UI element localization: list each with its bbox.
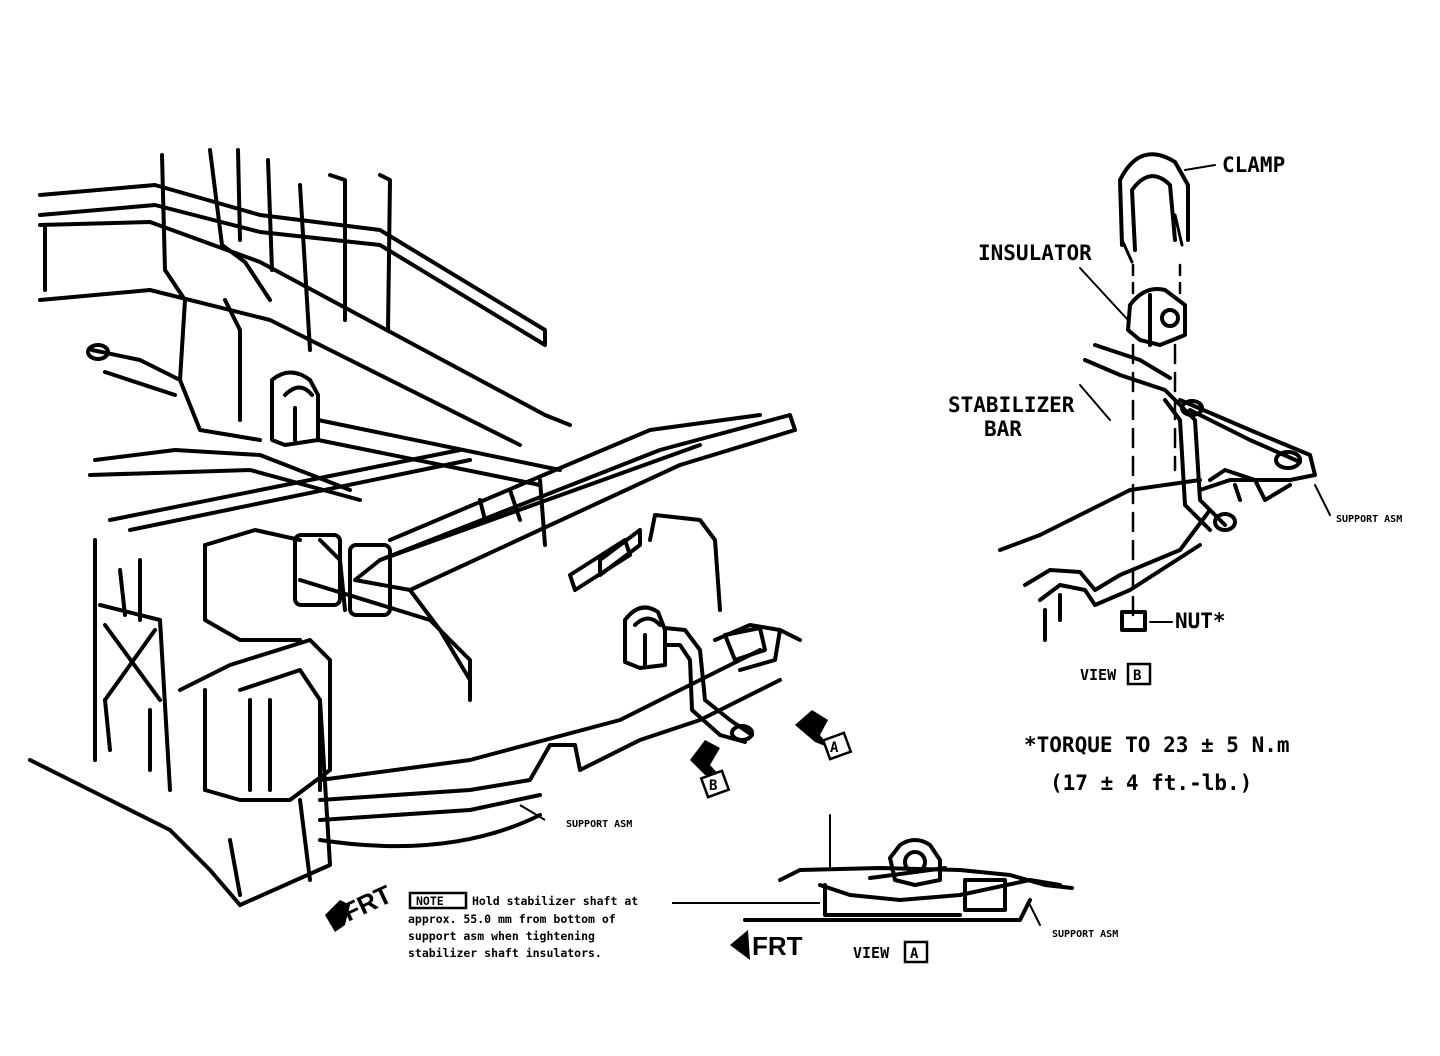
view-a-letter: A bbox=[910, 946, 919, 962]
support-asm-view-b-label: SUPPORT ASM bbox=[1336, 514, 1402, 525]
insulator-label: INSULATOR bbox=[978, 241, 1092, 265]
view-a-word: VIEW bbox=[853, 944, 890, 962]
frt-view-a-label: FRT bbox=[752, 931, 803, 961]
note-line-1: Hold stabilizer shaft at bbox=[472, 894, 638, 908]
view-b-word: VIEW bbox=[1080, 666, 1117, 684]
note-line-4: stabilizer shaft insulators. bbox=[408, 946, 602, 960]
stabilizer-bar-label-line2: BAR bbox=[984, 417, 1022, 441]
note-block: NOTE Hold stabilizer shaft at approx. 55… bbox=[408, 891, 820, 960]
frt-main-label: FRT bbox=[338, 879, 397, 928]
support-asm-main-label: SUPPORT ASM bbox=[566, 819, 632, 830]
arrow-a-letter: A bbox=[830, 740, 839, 756]
view-a-arrow: A bbox=[795, 710, 853, 761]
frt-arrow-main: FRT bbox=[325, 879, 396, 932]
view-a-caption: VIEW A bbox=[853, 940, 929, 964]
torque-spec-line2: (17 ± 4 ft.-lb.) bbox=[1050, 771, 1252, 795]
view-b-detail bbox=[998, 152, 1331, 642]
view-b-letter: B bbox=[1133, 668, 1141, 684]
note-line-2: approx. 55.0 mm from bottom of bbox=[408, 912, 616, 926]
frt-arrow-view-a: FRT bbox=[730, 930, 803, 961]
support-asm-view-a-label: SUPPORT ASM bbox=[1052, 929, 1118, 940]
torque-spec-line1: *TORQUE TO 23 ± 5 N.m bbox=[1024, 733, 1290, 757]
clamp-label: CLAMP bbox=[1222, 153, 1285, 177]
view-b-arrow: B bbox=[690, 740, 731, 799]
note-tag: NOTE bbox=[416, 894, 444, 908]
nut-label: NUT* bbox=[1175, 609, 1226, 633]
main-chassis-view bbox=[28, 148, 802, 907]
view-a-detail bbox=[743, 814, 1074, 926]
view-b-caption: VIEW B bbox=[1080, 662, 1152, 686]
note-line-3: support asm when tightening bbox=[408, 929, 595, 943]
arrow-b-letter: B bbox=[709, 778, 717, 794]
stabilizer-bar-label-line1: STABILIZER bbox=[948, 393, 1075, 417]
